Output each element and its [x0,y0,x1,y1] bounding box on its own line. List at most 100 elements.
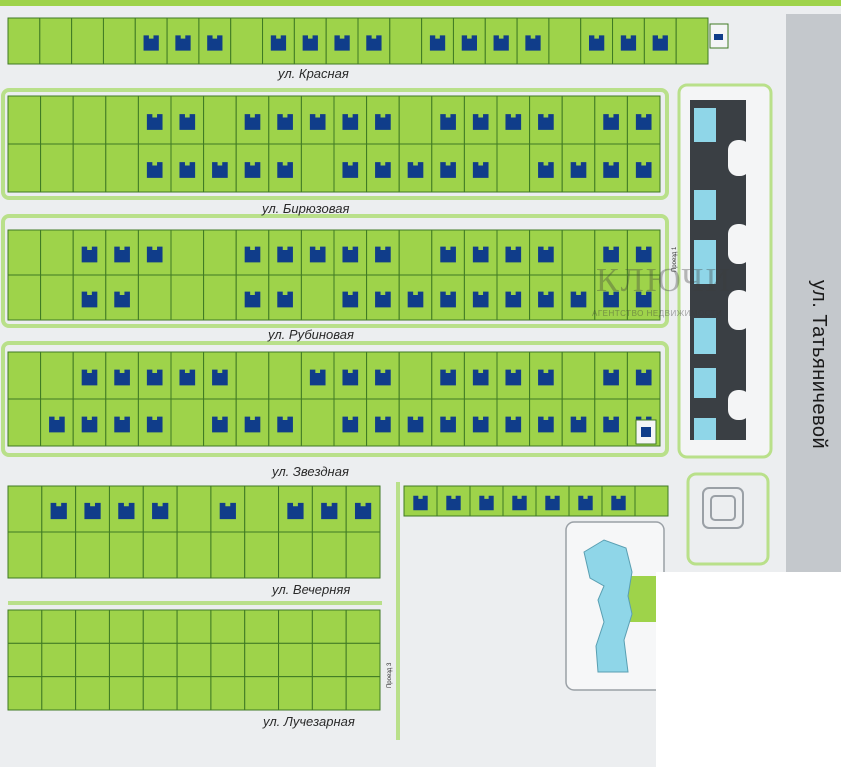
land-plot [41,609,77,644]
house-icon [175,35,191,51]
house-icon [545,495,560,511]
land-plot [345,676,381,711]
house-icon [620,35,637,51]
house-icon [287,502,304,520]
land-plot [398,95,433,145]
house-icon [538,246,554,263]
house-icon [244,246,261,263]
house-icon [277,416,293,433]
land-plot [278,676,313,711]
land-plot [278,531,313,579]
land-plot [40,229,74,276]
land-plot [235,351,270,400]
house-icon [84,502,101,520]
land-plot [105,143,139,193]
house-icon [461,35,477,51]
land-plot [244,676,280,711]
house-icon [354,502,372,520]
street-label-luchezarnaya: ул. Лучезарная [263,714,355,729]
zvezdnaya-end-marker-icon [641,427,651,437]
house-icon [407,291,424,308]
watermark-tagline: АГЕНТСТВО НЕДВИЖИМОСТИ [592,309,723,318]
house-icon [538,291,554,308]
house-icon [114,246,130,263]
house-icon [118,502,135,520]
parking-outline [686,472,770,566]
house-icon [472,114,489,130]
land-plot [634,485,669,517]
land-plot [278,642,313,678]
land-plot [108,531,144,579]
facility-wing-3 [694,240,716,284]
house-icon [505,416,522,433]
house-icon [114,369,130,386]
parking-lot [702,487,744,529]
house-icon [277,246,293,263]
house-icon [342,246,359,263]
house-icon [277,291,293,308]
land-plot [40,351,74,400]
land-plot [41,531,77,579]
apartment-complex [565,521,665,691]
land-plot [496,143,531,193]
house-icon [334,35,350,51]
house-icon [440,291,456,308]
land-plot [244,609,280,644]
house-icon [114,291,130,308]
rubinovaya-lots [7,229,661,321]
land-plot [244,642,280,678]
house-icon [146,416,163,433]
house-icon [472,369,489,386]
land-plot [75,531,110,579]
land-plot [176,485,212,533]
land-plot [561,229,596,276]
land-plot [40,95,74,145]
facility-wing-1 [694,108,716,142]
land-plot [366,229,400,276]
land-plot [398,351,433,400]
street-label-krasnaya: ул. Красная [278,66,349,81]
house-icon [440,369,456,386]
land-plot [142,642,178,678]
zvezdnaya-lots [7,351,661,447]
land-plot [300,274,335,321]
land-plot [108,676,144,711]
land-plot [244,485,280,533]
house-icon [342,114,359,130]
land-plot [166,17,200,65]
facility-wing-5 [694,368,716,398]
house-icon [277,114,293,130]
house-icon [472,291,489,308]
land-plot [643,17,677,65]
house-icon [375,246,391,263]
house-icon [603,246,619,263]
land-plot [7,351,42,400]
land-plot [176,676,212,711]
zvezdnaya-road-outline [1,341,669,457]
house-icon [603,114,619,130]
house-icon [635,291,652,308]
luchezarnaya-lots [7,609,381,711]
land-plot [203,229,237,276]
house-icon [152,502,169,520]
house-icon [479,495,494,511]
facility-complex [677,83,773,459]
house-icon [493,35,509,51]
parking-area [686,472,770,566]
info-marker-icon [714,34,723,40]
house-icon [407,162,424,178]
house-icon [321,502,338,520]
house-icon [525,35,541,51]
land-plot [41,676,77,711]
white-overlay [656,572,841,767]
house-icon [146,369,163,386]
house-icon [375,114,391,130]
land-plot [75,642,110,678]
land-plot [7,531,43,579]
house-icon [342,416,359,433]
land-plot [389,17,423,65]
land-plot [170,274,205,321]
land-plot [7,485,43,533]
land-plot [176,531,212,579]
